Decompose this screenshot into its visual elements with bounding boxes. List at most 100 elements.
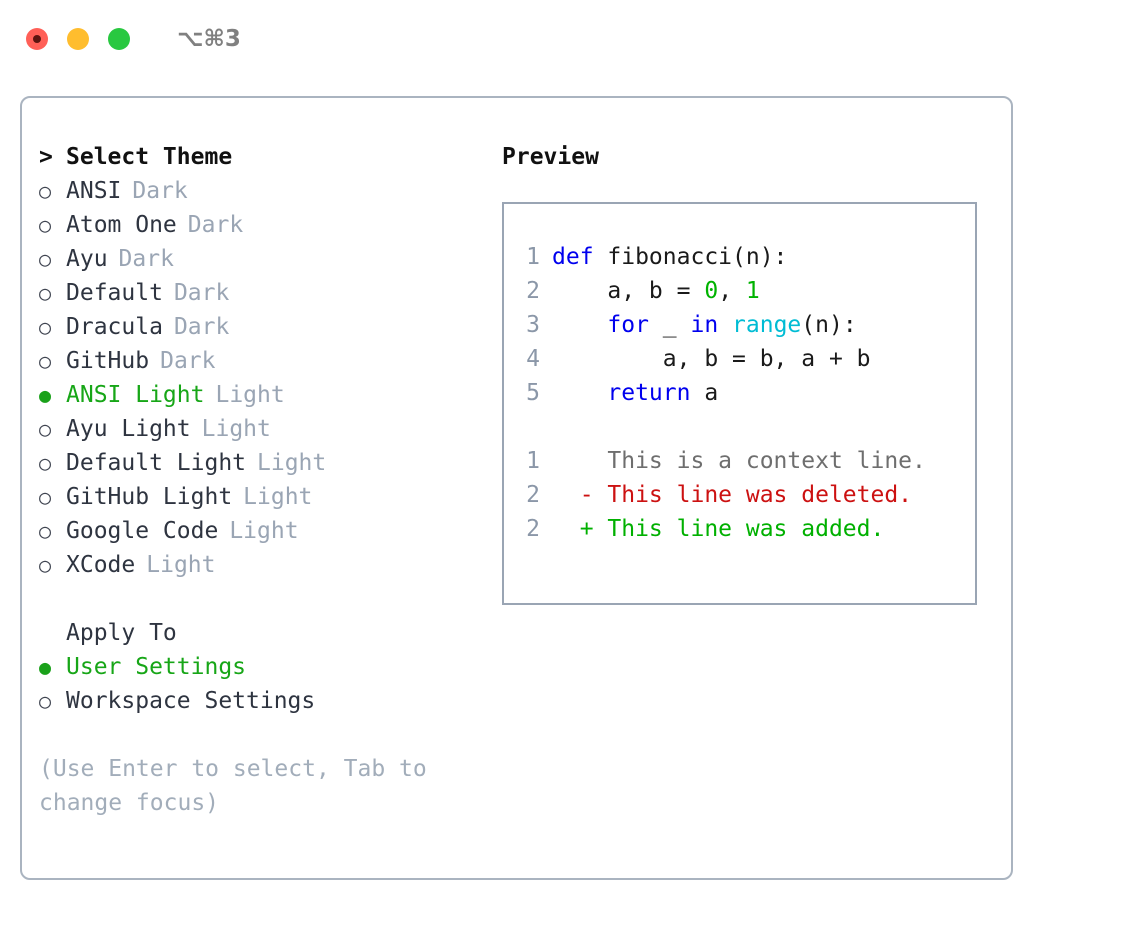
keyboard-hint: (Use Enter to select, Tab to change focu…: [39, 756, 427, 816]
apply-to-label: User Settings: [66, 654, 247, 680]
preview-title: Preview: [502, 144, 599, 170]
theme-name-label: Google Code: [66, 518, 219, 544]
theme-variant-tag: Light: [257, 450, 327, 476]
theme-variant-tag: Dark: [173, 314, 230, 340]
line-number: 3: [526, 312, 540, 338]
code-line: 5 return a: [504, 376, 975, 410]
minimize-window-button[interactable]: [67, 28, 89, 50]
theme-variant-tag: Light: [215, 382, 285, 408]
radio-unselected-icon: ○: [39, 349, 52, 373]
diff-text: - This line was deleted.: [552, 482, 913, 508]
diff-text: + This line was added.: [552, 516, 885, 542]
code-token: ,: [718, 278, 746, 304]
list-spacer: [39, 582, 479, 616]
apply-to-label: Workspace Settings: [66, 688, 316, 714]
hint-spacer: [39, 718, 479, 752]
code-token: 0: [704, 278, 719, 304]
code-token: _: [648, 312, 691, 338]
diff-sample: 1 This is a context line.2 - This line w…: [504, 444, 975, 546]
code-token: range: [732, 312, 802, 338]
theme-variant-tag: Light: [146, 552, 216, 578]
code-token: for: [607, 312, 649, 338]
page-title: Select Theme: [66, 144, 233, 170]
theme-variant-tag: Dark: [173, 280, 230, 306]
theme-name-label: Ayu Light: [66, 416, 191, 442]
theme-picker-title-row: > Select Theme: [39, 140, 479, 174]
radio-unselected-icon: ○: [39, 281, 52, 305]
code-token: fibonacci(n):: [607, 244, 788, 270]
code-token: [552, 380, 607, 406]
diff-line: 2 - This line was deleted.: [504, 478, 975, 512]
code-token: a, b = b, a + b: [552, 346, 871, 372]
code-token: (n):: [801, 312, 857, 338]
code-token: a: [690, 380, 719, 406]
theme-name-label: Default Light: [66, 450, 247, 476]
apply-to-list: ● User Settings ○Workspace Settings: [39, 650, 479, 718]
theme-variant-tag: Light: [243, 484, 313, 510]
line-number: 2: [526, 482, 540, 508]
theme-name-label: Dracula: [66, 314, 163, 340]
code-line: 4 a, b = b, a + b: [504, 342, 975, 376]
line-number: 1: [526, 244, 540, 270]
code-line: 3 for _ in range(n):: [504, 308, 975, 342]
code-token: return: [607, 380, 691, 406]
radio-selected-icon: ●: [39, 655, 52, 679]
theme-name-label: Ayu: [66, 246, 108, 272]
line-number: 2: [526, 278, 540, 304]
radio-unselected-icon: ○: [39, 451, 52, 475]
theme-variant-tag: Dark: [187, 212, 244, 238]
window-controls: [26, 28, 130, 50]
close-window-button[interactable]: [26, 28, 48, 50]
theme-list-item[interactable]: ○ Dracula Dark: [39, 310, 479, 344]
line-number: 2: [526, 516, 540, 542]
theme-name-label: Atom One: [66, 212, 177, 238]
theme-name-label: GitHub Light: [66, 484, 233, 510]
theme-list-item[interactable]: ○ Default Dark: [39, 276, 479, 310]
theme-name-label: GitHub: [66, 348, 150, 374]
theme-variant-tag: Light: [229, 518, 299, 544]
radio-selected-icon: ●: [39, 383, 52, 407]
theme-list-item[interactable]: ● ANSI Light Light: [39, 378, 479, 412]
code-token: a, b =: [552, 278, 705, 304]
title-bar: ⌥⌘3: [0, 0, 1140, 78]
line-number: 5: [526, 380, 540, 406]
diff-line: 2 + This line was added.: [504, 512, 975, 546]
theme-variant-tag: Dark: [132, 178, 188, 204]
theme-name-label: ANSI: [66, 178, 122, 204]
code-line: 2 a, b = 0, 1: [504, 274, 975, 308]
theme-variant-tag: Light: [201, 416, 271, 442]
diff-line: 1 This is a context line.: [504, 444, 975, 478]
code-token: 1: [745, 278, 760, 304]
diff-spacer: [504, 410, 975, 444]
keyboard-shortcut-label: ⌥⌘3: [177, 26, 241, 52]
theme-name-label: ANSI Light: [66, 382, 205, 408]
apply-to-option[interactable]: ○Workspace Settings: [39, 684, 479, 718]
diff-text: This is a context line.: [552, 448, 926, 474]
code-token: [552, 312, 607, 338]
code-token: in: [690, 312, 719, 338]
caret-icon: >: [39, 144, 53, 170]
theme-variant-tag: Dark: [118, 246, 174, 272]
theme-list-item[interactable]: ○ Default Light Light: [39, 446, 479, 480]
code-token: def: [552, 244, 608, 270]
theme-name-label: Default: [66, 280, 163, 306]
line-number: 1: [526, 448, 540, 474]
maximize-window-button[interactable]: [108, 28, 130, 50]
line-number: 4: [526, 346, 540, 372]
radio-unselected-icon: ○: [39, 315, 52, 339]
apply-to-option[interactable]: ● User Settings: [39, 650, 479, 684]
